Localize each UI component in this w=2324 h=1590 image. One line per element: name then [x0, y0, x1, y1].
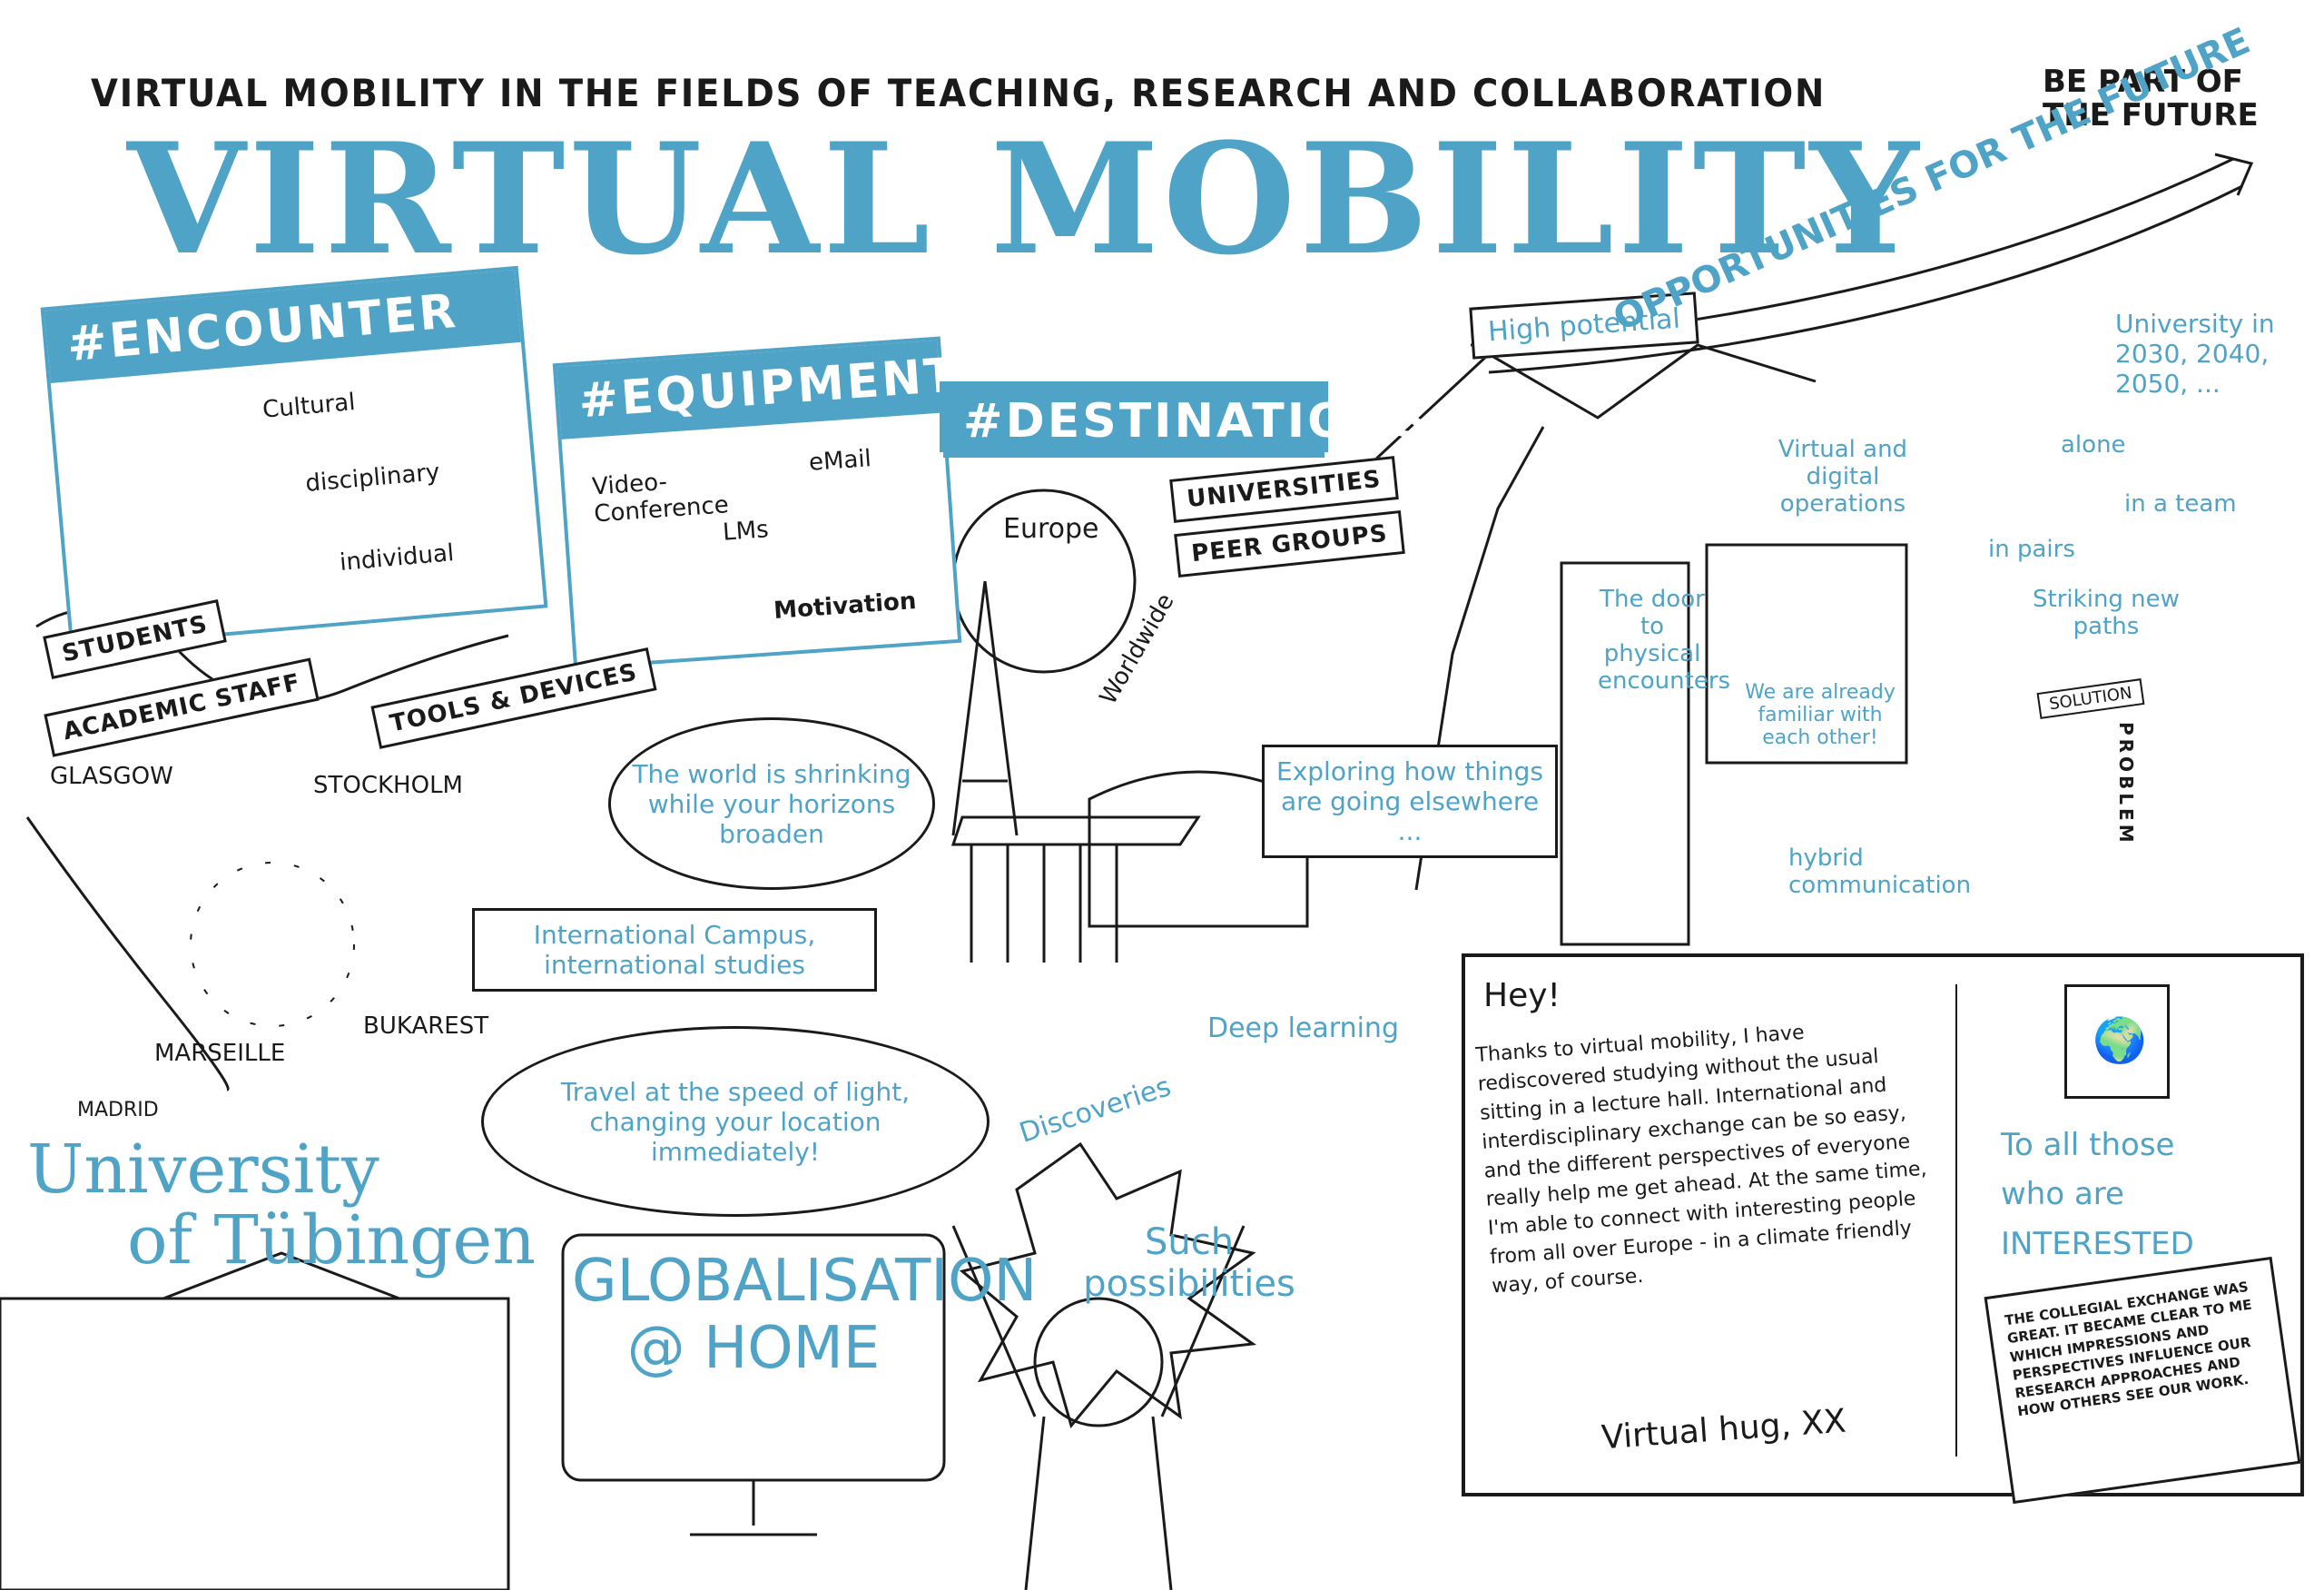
- subtitle: VIRTUAL MOBILITY IN THE FIELDS OF TEACHI…: [91, 71, 1827, 115]
- globe-stamp-icon: 🌍: [2093, 1015, 2147, 1066]
- university-logo: University of Tübingen: [27, 1131, 536, 1279]
- city-stockholm: STOCKHOLM: [313, 772, 463, 799]
- note-such-possibilities: Such possibilities: [1083, 1221, 1295, 1305]
- equipment-panel: #EQUIPMENT Video-Conference eMail LMs Mo…: [552, 336, 962, 670]
- destinations-heading: #DESTINATIONS: [943, 385, 1426, 458]
- destinations-panel: #DESTINATIONS: [940, 381, 1426, 458]
- destinations-europe: Europe: [1003, 513, 1099, 545]
- label-problem: PROBLEM: [2115, 722, 2137, 846]
- city-marseille: MARSEILLE: [154, 1040, 286, 1067]
- note-deep-learning: Deep learning: [1207, 1012, 1399, 1044]
- equipment-email: eMail: [808, 445, 872, 477]
- note-virtual-ops: Virtual and digital operations: [1777, 436, 1908, 518]
- equipment-motivation: Motivation: [773, 588, 918, 625]
- note-international-campus: International Campus, international stud…: [472, 908, 877, 992]
- postcard-stamp: 🌍: [2064, 984, 2170, 1099]
- main-title: VIRTUAL MOBILITY: [127, 109, 1923, 289]
- equipment-lms: LMs: [722, 516, 770, 547]
- postcard-greeting: Hey!: [1483, 977, 1561, 1014]
- note-striking-paths: Striking new paths: [2033, 586, 2180, 640]
- note-hybrid: hybrid communication: [1788, 844, 1972, 899]
- encounter-individual: individual: [338, 539, 456, 578]
- city-bukarest: BUKAREST: [363, 1012, 489, 1040]
- note-familiar: We are already familiar with each other!: [1745, 681, 1896, 749]
- label-in-team: in a team: [2124, 490, 2237, 518]
- encounter-panel: #ENCOUNTER Cultural disciplinary individ…: [40, 265, 548, 650]
- postcard-signoff: Virtual hug, XX: [1600, 1402, 1847, 1457]
- university-name-line1: University: [27, 1131, 379, 1209]
- equipment-video-conference: Video-Conference: [591, 468, 730, 528]
- note-exploring: Exploring how things are going elsewhere…: [1262, 745, 1558, 858]
- label-alone: alone: [2061, 431, 2126, 459]
- postcard-body: Thanks to virtual mobility, I have redis…: [1474, 1021, 1928, 1299]
- university-name-line2: of Tübingen: [127, 1200, 536, 1279]
- screen-globalisation-home: GLOBALISATION @ HOME: [572, 1248, 1038, 1382]
- sticky-note: THE COLLEGIAL EXCHANGE WAS GREAT. IT BEC…: [1984, 1256, 2301, 1505]
- encounter-disciplinary: disciplinary: [304, 459, 441, 498]
- note-door: The door to physical encounters: [1598, 586, 1731, 695]
- postcard-address: To all those who are INTERESTED: [2001, 1127, 2194, 1262]
- be-part-of-future: BE PART OF THE FUTURE: [2043, 64, 2259, 134]
- city-madrid: MADRID: [77, 1099, 159, 1121]
- bubble-travel: Travel at the speed of light, changing y…: [481, 1026, 990, 1217]
- bubble-world-shrinking: The world is shrinking while your horizo…: [608, 717, 935, 890]
- encounter-cultural: Cultural: [261, 388, 357, 424]
- postcard-divider: [1955, 984, 1957, 1457]
- city-glasgow: GLASGOW: [50, 763, 173, 790]
- label-in-pairs: in pairs: [1988, 536, 2075, 563]
- note-university-years: University in 2030, 2040, 2050, ...: [2115, 309, 2275, 399]
